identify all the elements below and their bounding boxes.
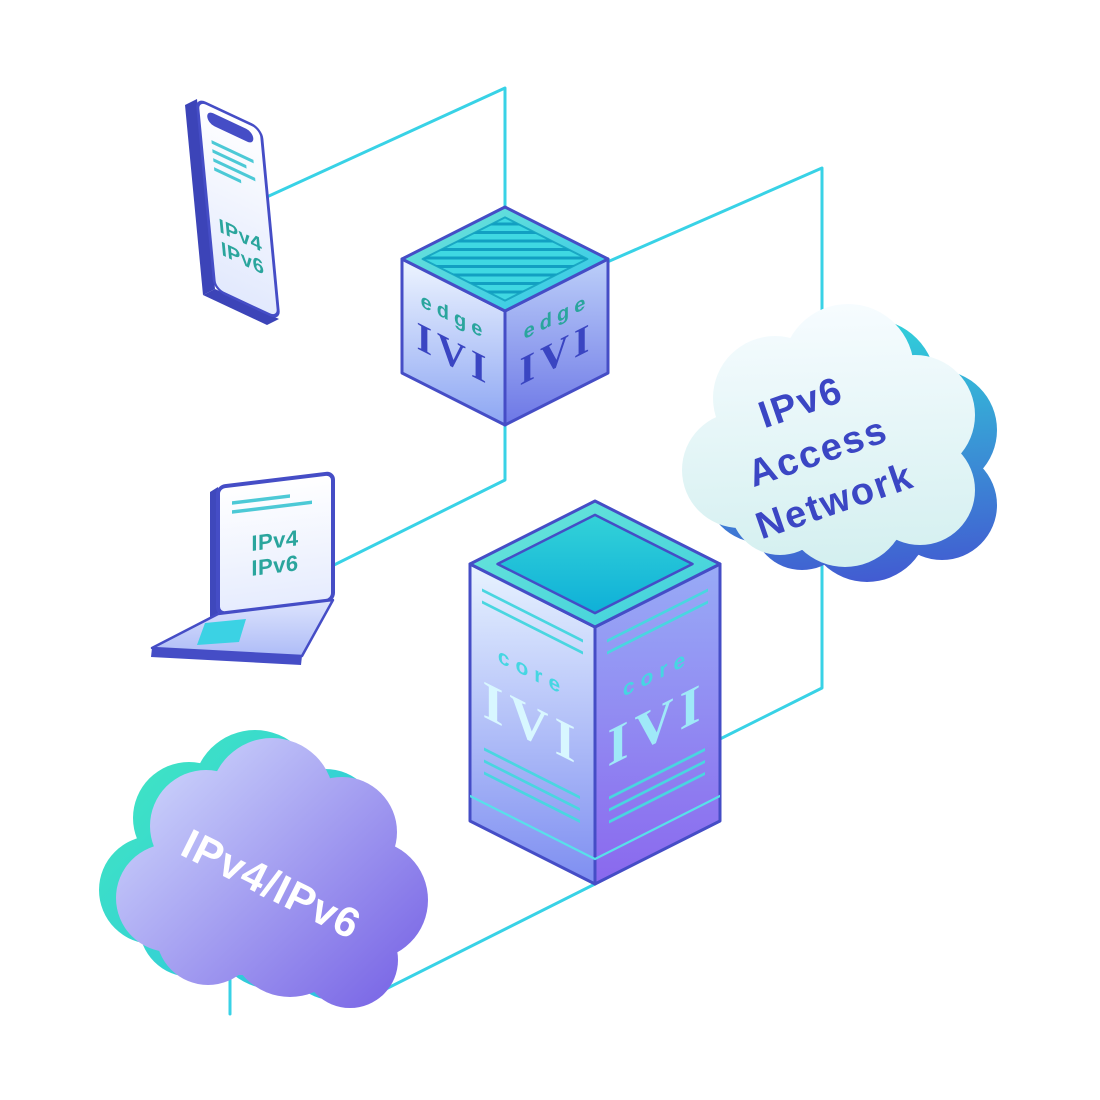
link-phone-to-edge — [256, 86, 507, 212]
link-core-to-dual-cloud — [370, 882, 597, 998]
screen-content-line — [213, 167, 242, 184]
laptop-trackpad — [197, 619, 246, 645]
base-band-line — [470, 794, 595, 861]
vent-line — [609, 772, 705, 824]
ipv4-ipv6-cloud: IPv4/IPv6 — [99, 730, 428, 1008]
vent-line — [607, 588, 708, 643]
phone-body — [196, 100, 280, 318]
screen-content-line — [213, 158, 256, 182]
vent-line — [484, 747, 580, 799]
vent-line — [607, 600, 708, 655]
core-ivi-server: core IVI core IVI — [468, 499, 722, 886]
screen-content-line — [211, 140, 254, 164]
vent-line — [484, 759, 580, 811]
vent-line — [609, 748, 705, 800]
screen-content-line — [232, 494, 290, 505]
vent-line — [609, 760, 705, 812]
screen-content-line — [232, 500, 312, 514]
smartphone: IPv4 IPv6 — [185, 99, 280, 325]
phone-speaker-bar — [207, 112, 254, 143]
phone-face: IPv4 IPv6 — [196, 100, 280, 318]
laptop-label-ipv4: IPv4 — [251, 525, 298, 556]
cloud-body — [735, 430, 910, 550]
edge-ivi-cube: edge IVI edge IVI — [400, 205, 610, 427]
vent-line — [482, 588, 583, 643]
access-cloud-front-layer — [682, 304, 975, 567]
laptop-label-ipv6: IPv6 — [251, 550, 298, 581]
base-band-line — [595, 794, 720, 861]
laptop-base-front-edge — [151, 648, 302, 665]
screen-content-line — [212, 149, 247, 169]
dual-cloud-front-layer — [116, 738, 428, 1008]
laptop: IPv4 IPv6 — [150, 471, 335, 665]
core-server-top-panel — [496, 513, 694, 615]
phone-side-bottom — [203, 289, 279, 325]
ipv6-access-network-cloud: IPv6 Access Network — [682, 304, 997, 582]
cloud-body — [160, 850, 370, 975]
link-edge-to-laptop — [328, 421, 507, 569]
laptop-screen: IPv4 IPv6 — [216, 471, 335, 616]
phone-side-left — [185, 99, 215, 295]
vent-line — [484, 771, 580, 823]
vent-line — [482, 600, 583, 655]
